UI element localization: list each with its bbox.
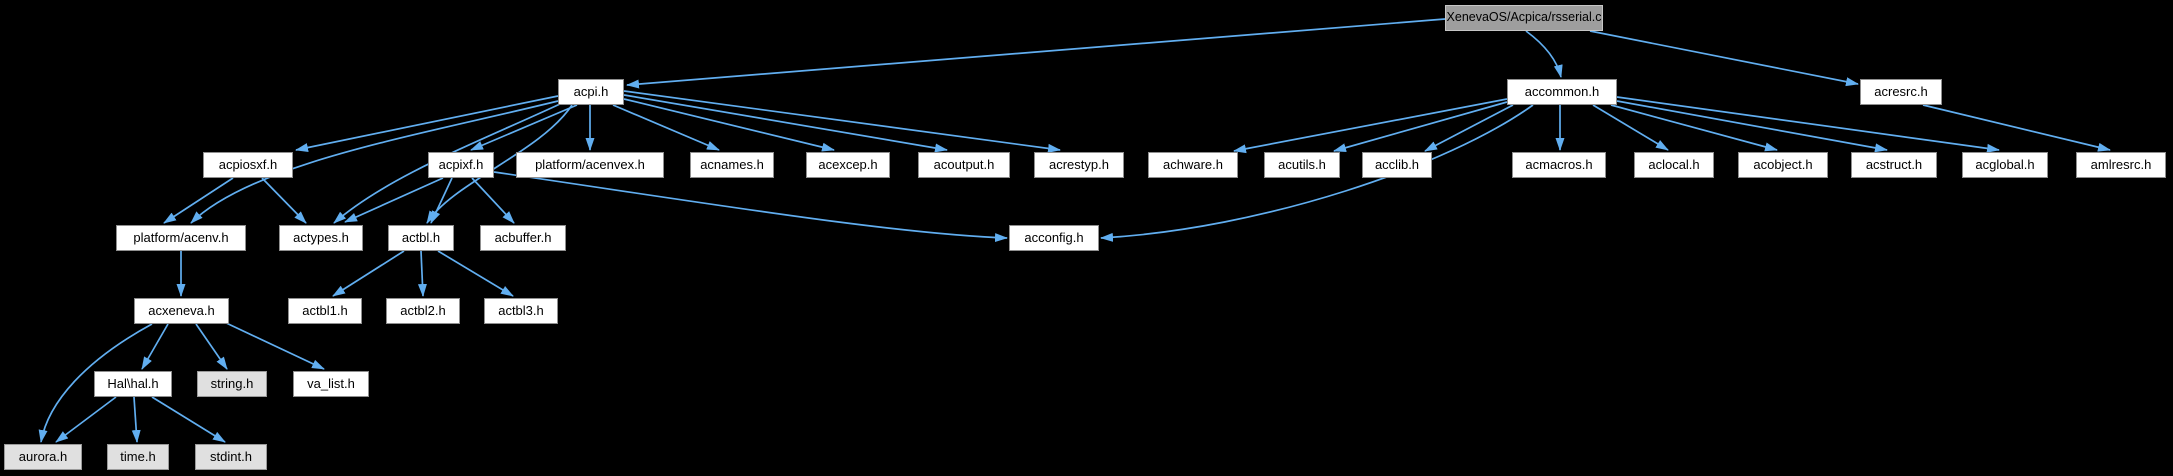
graph-node-string[interactable]: string.h [197,371,267,397]
graph-node-acconfig[interactable]: acconfig.h [1009,225,1099,251]
graph-node-accommon[interactable]: accommon.h [1507,79,1617,105]
edge-acpixf-acbuffer [471,177,515,224]
graph-node-acclib[interactable]: acclib.h [1362,152,1432,178]
graph-node-actbl3[interactable]: actbl3.h [484,298,558,324]
edge-accommon-acconfig [1100,104,1534,242]
graph-node-acoutput[interactable]: acoutput.h [918,152,1010,178]
edge-rsserial-acpi [626,18,1446,89]
edge-acpixf-actypes [344,177,444,223]
graph-node-acbuffer[interactable]: acbuffer.h [480,225,566,251]
graph-node-aurora[interactable]: aurora.h [4,444,82,470]
edge-acresrc-amlresrc [1922,104,2111,152]
edge-acpiosxf-actypes [261,177,307,224]
graph-node-acpiosxf[interactable]: acpiosxf.h [203,152,293,178]
edge-acpi-acexcep [623,98,835,152]
edge-acpi-acnames [612,104,720,151]
edge-acxeneva-string [195,323,228,370]
graph-node-aclocal[interactable]: aclocal.h [1634,152,1714,178]
graph-node-acmacros[interactable]: acmacros.h [1512,152,1606,178]
graph-node-stdint[interactable]: stdint.h [195,444,267,470]
graph-node-valist[interactable]: va_list.h [293,371,369,397]
edge-accommon-achware [1233,98,1508,154]
graph-node-acstruct[interactable]: acstruct.h [1851,152,1937,178]
edge-rsserial-accommon [1525,30,1563,78]
edge-acpixf-acconfig [493,171,1008,243]
graph-node-actbl[interactable]: actbl.h [388,225,454,251]
edge-accommon-aclocal [1592,104,1669,151]
edge-acxeneva-halhal [141,323,169,370]
edge-rsserial-acresrc [1589,30,1859,87]
edge-acpi-acoutput [623,94,948,153]
edge-actbl-actbl1 [332,250,405,297]
graph-node-acrestyp[interactable]: acrestyp.h [1034,152,1124,178]
graph-node-achware[interactable]: achware.h [1148,152,1238,178]
edge-halhal-stdint [151,396,226,443]
edge-acpiosxf-acenv [163,177,234,224]
edge-acpi-acpixf [470,104,578,151]
graph-node-acexcep[interactable]: acexcep.h [806,152,890,178]
graph-node-acutils[interactable]: acutils.h [1264,152,1340,178]
graph-node-actypes[interactable]: actypes.h [279,225,363,251]
graph-node-halhal[interactable]: Hal\hal.h [94,371,172,397]
edge-acxeneva-aurora [38,323,153,443]
edge-halhal-aurora [55,396,117,443]
graph-node-actbl1[interactable]: actbl1.h [288,298,362,324]
graph-node-rsserial: XenevaOS/Acpica/rsserial.c [1445,5,1603,31]
graph-node-acenv[interactable]: platform/acenv.h [116,225,246,251]
edge-accommon-acglobal [1616,96,2000,153]
graph-node-amlresrc[interactable]: amlresrc.h [2076,152,2166,178]
edge-halhal-time [131,396,141,443]
edge-actbl-actbl3 [437,250,514,297]
graph-node-acglobal[interactable]: acglobal.h [1962,152,2048,178]
graph-node-acpi[interactable]: acpi.h [558,79,624,105]
graph-node-time[interactable]: time.h [107,444,169,470]
edge-acpi-acenv [190,100,559,224]
edge-actbl-actbl2 [417,250,427,297]
edge-acpi-actbl [426,104,573,224]
graph-node-acxeneva[interactable]: acxeneva.h [134,298,229,324]
graph-node-acobject[interactable]: acobject.h [1738,152,1828,178]
edge-accommon-acobject [1610,104,1778,152]
graph-node-acresrc[interactable]: acresrc.h [1860,79,1942,105]
graph-node-acenvex[interactable]: platform/acenvex.h [516,152,664,178]
edge-accommon-acclib [1424,104,1514,152]
edge-acxeneva-valist [221,320,325,370]
edge-accommon-acutils [1333,101,1508,153]
graph-node-actbl2[interactable]: actbl2.h [386,298,460,324]
edge-acpi-acrestyp [623,90,1061,153]
edge-acpi-acpiosxf [295,95,559,152]
edge-acpixf-actbl [430,177,453,224]
edge-accommon-acstruct [1616,100,1888,153]
graph-node-acnames[interactable]: acnames.h [690,152,774,178]
graph-node-acpixf[interactable]: acpixf.h [428,152,494,178]
